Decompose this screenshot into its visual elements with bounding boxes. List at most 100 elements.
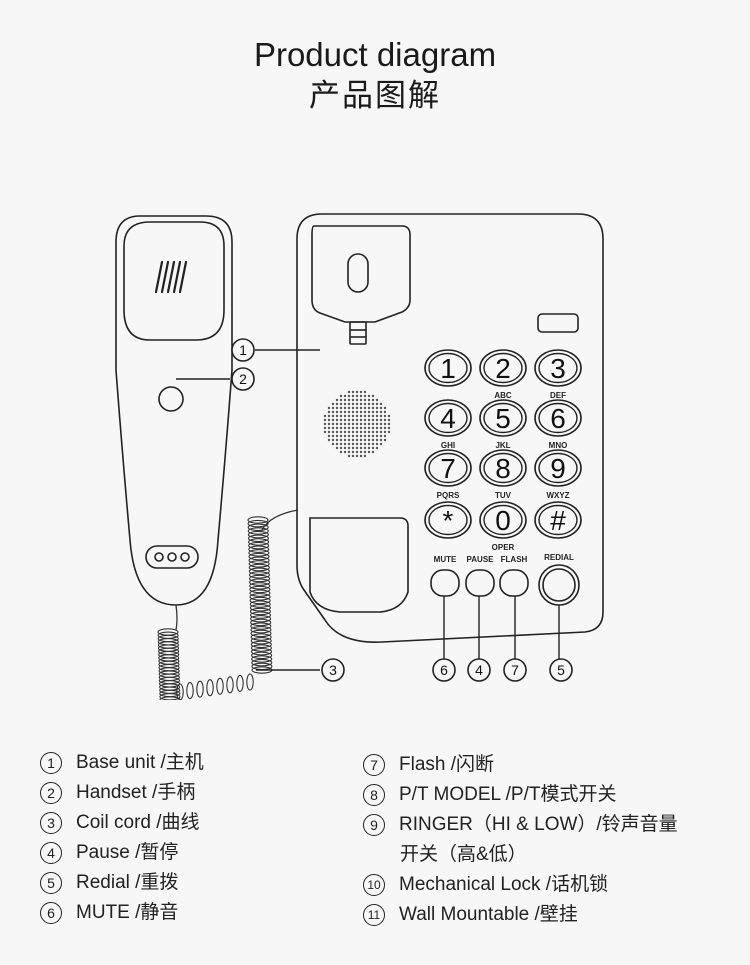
- grille-dot: [367, 446, 371, 450]
- grille-dot: [339, 406, 343, 410]
- grille-dot: [355, 398, 359, 402]
- grille-dot: [339, 430, 343, 434]
- grille-dot: [331, 402, 335, 406]
- grille-dot: [355, 406, 359, 410]
- grille-dot: [347, 410, 351, 414]
- grille-dot: [339, 402, 343, 406]
- grille-dot: [363, 438, 367, 442]
- coil-cord-end: [261, 509, 299, 531]
- legend-text: Wall Mountable /壁挂: [399, 904, 578, 925]
- grille-dot: [383, 418, 387, 422]
- key-0[interactable]: 1: [424, 349, 472, 387]
- callout-number: 4: [475, 662, 483, 678]
- grille-dot: [331, 414, 335, 418]
- mute-button[interactable]: [430, 569, 460, 597]
- key-inner: [483, 402, 523, 434]
- grille-dot: [323, 418, 327, 422]
- coil-loop: [250, 647, 273, 656]
- key-digit: 5: [495, 403, 511, 434]
- coil-loop: [249, 574, 271, 583]
- grille-dot: [355, 454, 359, 458]
- grille-dot: [331, 442, 335, 446]
- grille-dot: [323, 414, 327, 418]
- diagram-title: Product diagram: [253, 36, 497, 73]
- grille-dot: [347, 446, 351, 450]
- earpiece-slots: [154, 260, 188, 294]
- grille-dot: [359, 422, 363, 426]
- grille-dot: [363, 390, 367, 394]
- grille-dot: [335, 426, 339, 430]
- grille-dot: [387, 430, 391, 434]
- grille-dot: [347, 394, 351, 398]
- grille-dot: [355, 422, 359, 426]
- grille-dot: [375, 422, 379, 426]
- key-outer: [479, 399, 527, 437]
- grille-dot: [335, 442, 339, 446]
- grille-dot: [379, 430, 383, 434]
- grille-dot: [371, 410, 375, 414]
- grille-dot: [351, 446, 355, 450]
- key-outer: [479, 349, 527, 387]
- coil-loop: [250, 615, 272, 623]
- key-digit: 8: [495, 453, 511, 484]
- coil-loop: [249, 593, 271, 601]
- grille-dot: [371, 406, 375, 410]
- grille-dot: [351, 454, 355, 458]
- grille-dot: [383, 406, 387, 410]
- pause-button[interactable]: [465, 569, 495, 597]
- callout-number: 3: [329, 662, 337, 678]
- key-9[interactable]: *: [424, 501, 472, 539]
- grille-dot: [355, 450, 359, 454]
- legend-text: MUTE /静音: [76, 902, 179, 923]
- coil-loop: [249, 611, 272, 619]
- grille-dot: [347, 406, 351, 410]
- grille-dot: [343, 442, 347, 446]
- grille-dot: [343, 422, 347, 426]
- grille-dot: [375, 430, 379, 434]
- grille-dot: [375, 426, 379, 430]
- callout-number: 6: [440, 662, 448, 678]
- key-inner: [483, 352, 523, 384]
- flash-button[interactable]: [499, 569, 529, 597]
- coil-loop: [250, 618, 272, 627]
- grille-dot: [323, 430, 327, 434]
- grille-dot: [379, 410, 383, 414]
- key-11[interactable]: #: [534, 501, 582, 539]
- key-letters: MNO: [549, 441, 568, 450]
- grille-dot: [375, 418, 379, 422]
- legend-number: 5: [40, 872, 62, 894]
- grille-dot: [343, 394, 347, 398]
- grille-dot: [359, 446, 363, 450]
- callout-number: 2: [239, 371, 247, 387]
- grille-dot: [359, 426, 363, 430]
- pt-model-window: [537, 313, 579, 333]
- coil-loop: [248, 571, 271, 579]
- grille-dot: [383, 422, 387, 426]
- grille-dot: [387, 414, 391, 418]
- grille-dot: [347, 442, 351, 446]
- key-letters: JKL: [495, 441, 510, 450]
- key-digit: 1: [440, 353, 456, 384]
- grille-dot: [343, 402, 347, 406]
- grille-dot: [355, 390, 359, 394]
- legend-number: 3: [40, 812, 62, 834]
- grille-dot: [343, 418, 347, 422]
- grille-dot: [359, 442, 363, 446]
- redial-button[interactable]: [538, 564, 580, 606]
- grille-dot: [371, 446, 375, 450]
- key-digit: 2: [495, 353, 511, 384]
- key-letters: GHI: [441, 441, 455, 450]
- coil-loop: [206, 679, 214, 697]
